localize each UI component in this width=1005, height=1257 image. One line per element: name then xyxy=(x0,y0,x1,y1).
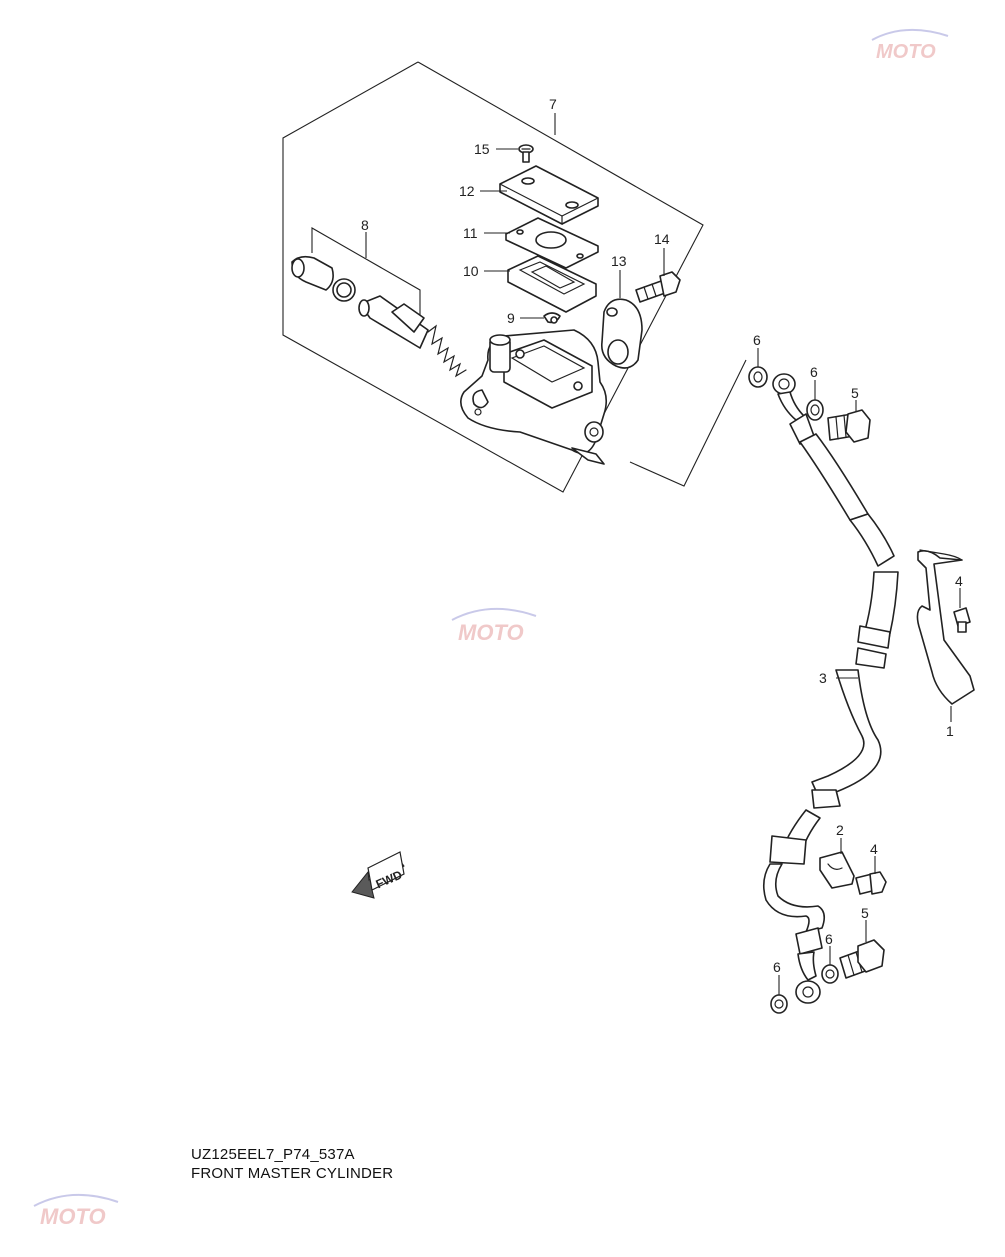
svg-text:MOTO: MOTO xyxy=(458,620,524,645)
callout-6-lower-right: 6 xyxy=(825,931,833,947)
callout-4-upper: 4 xyxy=(955,573,963,589)
part-12-reservoir-cap xyxy=(480,165,599,225)
svg-text:MOTO: MOTO xyxy=(876,41,936,63)
callout-9: 9 xyxy=(507,310,515,326)
callout-3: 3 xyxy=(819,670,827,686)
callout-7: 7 xyxy=(549,96,557,112)
callout-1: 1 xyxy=(946,723,954,739)
part-5-union-bolt-lower xyxy=(839,920,885,979)
callout-6-lower-left: 6 xyxy=(773,959,781,975)
callout-2: 2 xyxy=(836,822,844,838)
callout-10: 10 xyxy=(463,263,479,279)
part-6-washer-upper-left xyxy=(748,348,768,388)
diagram-code: UZ125EEL7_P74_537A xyxy=(191,1146,355,1163)
svg-text:MOTO: MOTO xyxy=(40,1204,106,1229)
callout-labels: 7 15 12 11 10 14 13 8 9 6 6 5 4 3 1 2 4 … xyxy=(361,96,963,975)
part-8-piston-kit xyxy=(291,227,467,378)
part-10-diaphragm xyxy=(484,255,597,313)
part-6-washer-lower-right xyxy=(821,946,839,984)
master-cylinder-body xyxy=(460,329,608,465)
part-4-bolt-upper xyxy=(953,588,971,633)
callout-6-upper-right: 6 xyxy=(810,364,818,380)
part-1-bracket xyxy=(916,549,975,722)
part-9-clip xyxy=(520,312,561,324)
diagram-title: FRONT MASTER CYLINDER xyxy=(191,1165,394,1182)
part-3-brake-hose xyxy=(762,373,899,1004)
callout-8: 8 xyxy=(361,217,369,233)
part-14-bolt xyxy=(635,248,681,303)
part-6-washer-lower-left xyxy=(770,975,788,1014)
part-5-union-bolt-upper xyxy=(827,400,871,443)
part-6-washer-upper-right xyxy=(806,380,824,421)
watermark-logo-bottom-left: MOTO xyxy=(33,1193,119,1229)
callout-14: 14 xyxy=(654,231,670,247)
assembly-outline xyxy=(282,61,747,493)
part-15-screw xyxy=(496,144,534,163)
callout-5-lower: 5 xyxy=(861,905,869,921)
fwd-direction-arrow: FWD xyxy=(351,851,405,899)
part-4-bolt-lower xyxy=(855,856,887,895)
part-13-clamp xyxy=(600,270,643,369)
callout-11: 11 xyxy=(463,225,478,241)
callout-12: 12 xyxy=(459,183,475,199)
callout-4-lower: 4 xyxy=(870,841,878,857)
callout-15: 15 xyxy=(474,141,490,157)
part-2-clamp xyxy=(819,838,855,889)
watermark-logo-center: MOTO xyxy=(451,607,537,645)
callout-5-upper: 5 xyxy=(851,385,859,401)
part-11-plate xyxy=(484,217,599,269)
watermark-logo-top-right: MOTO xyxy=(871,28,949,63)
callout-6-upper-left: 6 xyxy=(753,332,761,348)
callout-13: 13 xyxy=(611,253,627,269)
